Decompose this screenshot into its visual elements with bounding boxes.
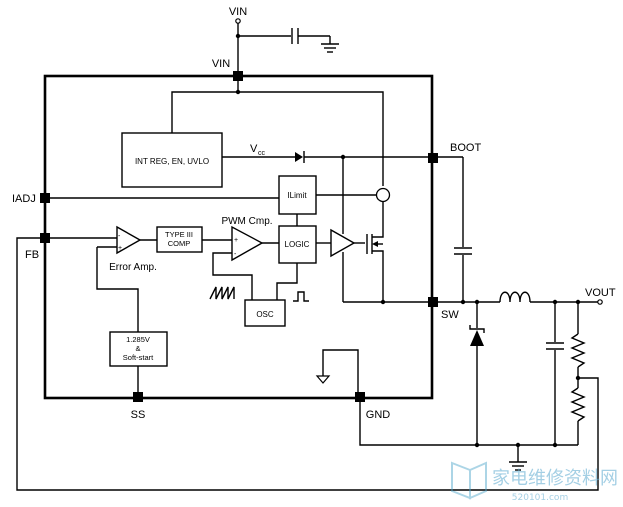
internal-ground-icon xyxy=(315,375,331,384)
vin-terminal xyxy=(235,18,241,24)
watermark-chinese: 家电维修资料网 xyxy=(492,468,618,489)
internal-gnd-wire xyxy=(322,349,359,393)
logic-label: LOGIC xyxy=(285,240,310,249)
pwm-cmp-label: PWM Cmp. xyxy=(221,216,272,227)
clock-pulse-icon xyxy=(293,291,309,302)
gnd-cap-junction xyxy=(552,442,558,448)
ref-softstart-block xyxy=(109,331,168,367)
label-vin-top: VIN xyxy=(229,6,247,18)
pwm-comparator-icon xyxy=(231,225,264,262)
label-ss: SS xyxy=(131,409,146,421)
vcc-label: V xyxy=(250,143,258,155)
sw-boot-junction xyxy=(460,299,466,305)
erramp-minus-label: - xyxy=(118,233,121,240)
pin-boot xyxy=(428,153,438,163)
label-vout: VOUT xyxy=(585,287,616,299)
ilimit-block xyxy=(278,175,317,215)
watermark-logo xyxy=(451,461,487,500)
osc-block xyxy=(244,299,286,327)
label-boot: BOOT xyxy=(450,142,481,154)
label-iadj: IADJ xyxy=(12,193,36,205)
output-capacitor xyxy=(546,342,564,350)
ref-label-3: Soft-start xyxy=(123,353,154,362)
pwm-plus-label: + xyxy=(234,237,238,244)
gate-driver-icon xyxy=(330,228,356,258)
vcc-sub-label: cc xyxy=(258,150,266,157)
ref-label-2: & xyxy=(135,344,140,353)
error-amp-label: Error Amp. xyxy=(109,262,157,273)
current-sense-icon xyxy=(375,187,391,203)
inductor-icon xyxy=(499,291,531,303)
pin-ss xyxy=(133,392,143,402)
watermark-url: 520101.com xyxy=(512,493,568,503)
sawtooth-icon xyxy=(209,286,235,300)
erramp-plus-label: + xyxy=(118,245,122,252)
gnd-diode-junction xyxy=(474,442,480,448)
label-vin-ic: VIN xyxy=(212,58,230,70)
label-sw: SW xyxy=(441,309,459,321)
pin-iadj xyxy=(40,193,50,203)
label-gnd: GND xyxy=(366,409,391,421)
pin-fb xyxy=(40,233,50,243)
ground-icon xyxy=(321,43,339,53)
boot-diode-icon xyxy=(295,151,305,163)
type3-label-1: TYPE III xyxy=(165,230,193,239)
osc-to-logic-wire xyxy=(276,263,298,300)
pin-vin xyxy=(233,71,243,81)
fb-return-wire xyxy=(16,237,599,491)
vout-terminal xyxy=(597,299,603,305)
resistor-top-icon xyxy=(570,333,586,368)
ilimit-label: ILimit xyxy=(287,191,307,200)
pwm-minus-label: - xyxy=(234,251,237,258)
internal-vin-bus xyxy=(171,91,384,186)
ref-wire xyxy=(96,260,139,332)
label-fb: FB xyxy=(25,249,39,261)
ground-icon xyxy=(509,461,527,471)
ramp-wire xyxy=(212,252,253,300)
boot-capacitor xyxy=(454,247,472,255)
logic-block xyxy=(278,225,317,264)
osc-label: OSC xyxy=(256,310,274,319)
resistor-bottom-icon xyxy=(570,387,586,422)
int-reg-block xyxy=(121,132,223,188)
high-side-mosfet-icon xyxy=(366,202,384,302)
int-reg-label: INT REG, EN, UVLO xyxy=(135,157,209,166)
pin-gnd xyxy=(355,392,365,402)
type3-label-2: COMP xyxy=(168,239,191,248)
sw-internal-junction xyxy=(380,299,386,305)
vin-bypass-capacitor xyxy=(238,28,331,44)
error-amp-icon xyxy=(116,225,142,255)
ground-bus xyxy=(359,402,578,446)
schottky-diode-icon xyxy=(469,325,485,346)
ref-label-1: 1.285V xyxy=(126,335,150,344)
